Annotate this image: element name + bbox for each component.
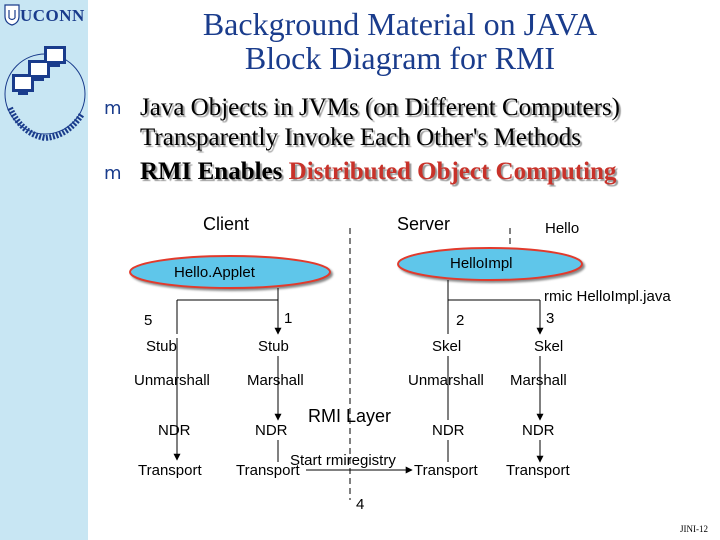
logo-text: UCONN: [20, 6, 85, 25]
client-unmarshall-label: Unmarshall: [134, 372, 210, 389]
rmi-layer-label: RMI Layer: [308, 406, 392, 426]
applet-transport-label: Transport: [236, 462, 300, 479]
hello-applet-ellipse: [129, 255, 331, 289]
slide-number: JINI-12: [680, 524, 708, 534]
computer-science-emblem-icon: [4, 46, 86, 142]
server-skel-label: Skel: [432, 338, 462, 355]
hello-applet-label: Hello.Applet: [174, 264, 255, 281]
step-1-label: 1: [284, 310, 293, 327]
uconn-shield-icon: [4, 4, 20, 26]
server2-transport-label: Transport: [506, 462, 570, 479]
client-stub-label: Stub: [146, 338, 177, 355]
rmic-label: rmic HelloImpl.java: [544, 288, 671, 305]
server-ndr-label: NDR: [432, 422, 465, 439]
applet-stub-label: Stub: [258, 338, 289, 355]
server-unmarshall-label: Unmarshall: [408, 372, 484, 389]
slide-title-line2: Block Diagram for RMI: [244, 40, 556, 76]
bullet-1-line1: Java Objects in JVMs (on Different Compu…: [140, 94, 621, 121]
bullet-2-highlight: Distributed Object Computing: [288, 158, 617, 185]
server-marshall-label: Marshall: [510, 372, 567, 389]
applet-ndr-label: NDR: [255, 422, 288, 439]
start-rmiregistry-label: Start rmiregistry: [290, 452, 396, 469]
server2-ndr-label: NDR: [522, 422, 555, 439]
bullet-2-text: RMI Enables Distributed Object Computing: [140, 158, 616, 186]
hello-impl-ellipse: [397, 247, 583, 281]
client-marshall-label: Marshall: [247, 372, 304, 389]
server-transport-label: Transport: [414, 462, 478, 479]
bullet-2-plain: RMI Enables: [140, 158, 289, 185]
hello-impl-label: HelloImpl: [450, 255, 513, 272]
server2-skel-label: Skel: [534, 338, 564, 355]
step-2-label: 2: [456, 312, 465, 329]
client-transport-label: Transport: [138, 462, 202, 479]
step-4-label: 4: [356, 496, 365, 513]
step-5-label: 5: [144, 312, 153, 329]
bullet-marker-icon: m: [104, 98, 122, 119]
bullet-1-line2: Transparently Invoke Each Other's Method…: [140, 124, 581, 151]
bullet-marker-icon: m: [104, 163, 122, 184]
server-label: Server: [397, 214, 451, 234]
step-3-label: 3: [546, 310, 555, 327]
slide-title-line1: Background Material on JAVA: [202, 6, 598, 42]
client-label: Client: [203, 214, 250, 234]
hello-label: Hello: [545, 220, 580, 237]
client-ndr-label: NDR: [158, 422, 191, 439]
